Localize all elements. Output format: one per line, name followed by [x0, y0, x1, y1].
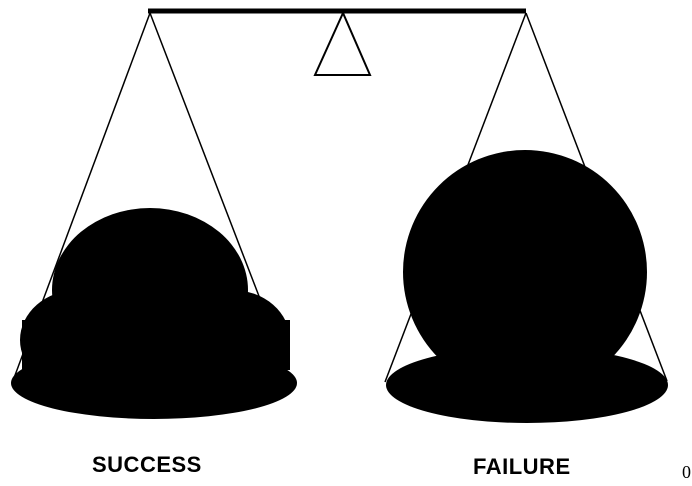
failure-label: FAILURE	[473, 454, 571, 480]
left-pan	[11, 347, 297, 419]
fulcrum-triangle	[315, 13, 370, 75]
page-number: 0	[682, 462, 691, 483]
success-label: SUCCESS	[92, 452, 202, 478]
right-pan	[386, 347, 668, 423]
